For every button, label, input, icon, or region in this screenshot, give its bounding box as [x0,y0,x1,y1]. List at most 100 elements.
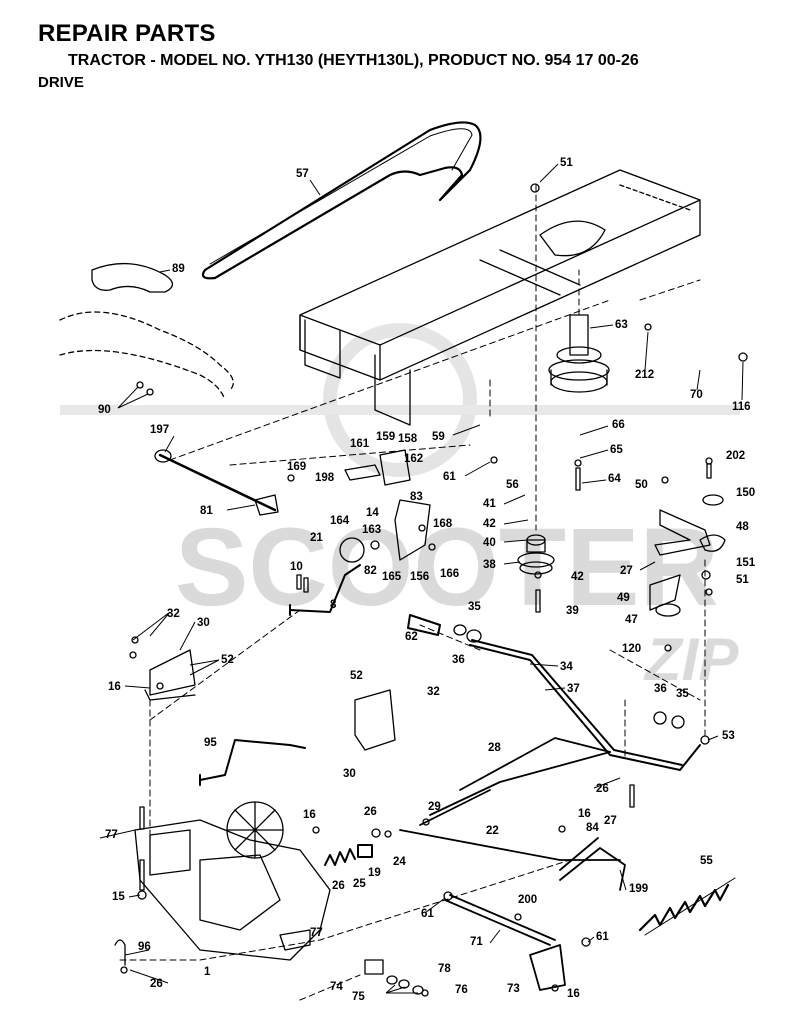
part-label: 15 [112,891,125,903]
part-label: 64 [608,473,621,485]
part-label: 159 [376,431,395,443]
part-label: 26 [332,880,345,892]
part-label: 10 [290,561,303,573]
part-label: 42 [571,571,584,583]
part-label: 38 [483,559,496,571]
part-label: 150 [736,487,755,499]
part-label: 55 [700,855,713,867]
part-label: 156 [410,571,429,583]
part-label: 65 [610,444,623,456]
part-label: 90 [98,404,111,416]
part-label: 61 [596,931,609,943]
part-label: 51 [736,574,749,586]
part-label: 35 [676,688,689,700]
part-number-labels: 57 51 89 63 212 70 116 90 197 59 66 65 1… [98,157,756,1003]
watermark-suffix: ZIP [643,626,739,693]
part-label: 48 [736,521,749,533]
part-label: 42 [483,518,496,530]
part-label: 74 [330,981,343,993]
part-label: 75 [352,991,365,1003]
part-label: 27 [604,815,617,827]
part-label: 21 [310,532,323,544]
linkage-84 [559,837,626,891]
part-label: 162 [404,453,423,465]
part-label: 32 [167,608,180,620]
part-label: 151 [736,557,756,569]
part-label: 166 [440,568,459,580]
part-label: 35 [468,601,481,613]
part-label: 34 [560,661,573,673]
part-label: 29 [428,801,441,813]
part-label: 200 [518,894,537,906]
part-label: 82 [364,565,377,577]
part-label: 77 [310,927,323,939]
part-label: 39 [566,605,579,617]
part-label: 62 [405,631,418,643]
part-label: 1 [204,966,211,978]
part-label: 49 [617,592,630,604]
part-label: 83 [410,491,423,503]
fasteners [114,183,748,997]
part-label: 36 [654,683,667,695]
part-label: 26 [150,978,163,990]
drive-belt [201,121,482,280]
part-label: 158 [398,433,418,445]
part-label: 56 [506,479,519,491]
part-label: 198 [315,472,335,484]
transaxle [134,801,331,961]
part-label: 16 [567,988,580,1000]
part-label: 71 [470,936,483,948]
hardware-stack [364,959,424,995]
tractor-frame [299,169,701,426]
part-label: 28 [488,742,501,754]
main-shaft [407,614,701,771]
leader-lines [119,184,706,1001]
lever-part [289,564,361,616]
part-label: 163 [362,524,381,536]
part-label: 37 [567,683,580,695]
part-label: 78 [438,963,451,975]
part-label: 61 [443,471,456,483]
mount-bracket [144,649,396,751]
part-label: 164 [330,515,350,527]
part-label: 16 [303,809,316,821]
part-label: 61 [421,908,434,920]
rod-part [154,449,279,516]
part-label: 30 [343,768,356,780]
watermark-text: SCOOTER [175,506,719,629]
part-label: 165 [382,571,402,583]
part-label: 24 [393,856,406,868]
part-label: 199 [629,883,648,895]
lever-95 [199,739,306,786]
section-label: DRIVE [38,74,84,91]
part-label: 36 [452,654,465,666]
part-label: 53 [722,730,735,742]
part-label: 50 [635,479,648,491]
part-label: 212 [635,369,654,381]
part-label: 202 [726,450,745,462]
part-label: 120 [622,643,641,655]
watermark: SCOOTER ZIP [60,323,740,693]
part-label: 81 [200,505,213,517]
part-label: 66 [612,419,625,431]
spring [638,877,736,936]
part-label: 76 [455,984,468,996]
part-label: 57 [296,168,309,180]
page-subtitle: TRACTOR - MODEL NO. YTH130 (HEYTH130L), … [68,52,639,69]
spring-small [324,844,373,866]
part-label: 168 [433,518,453,530]
part-label: 41 [483,498,496,510]
part-label: 30 [197,617,210,629]
part-label: 16 [108,681,121,693]
part-label: 169 [287,461,306,473]
part-label: 84 [586,822,599,834]
part-label: 161 [350,438,370,450]
part-label: 14 [366,507,379,519]
part-label: 51 [560,157,573,169]
rods [399,737,621,861]
part-label: 19 [368,867,381,879]
idler-bracket [649,509,711,611]
part-label: 26 [364,806,377,818]
part-label: 63 [615,319,628,331]
